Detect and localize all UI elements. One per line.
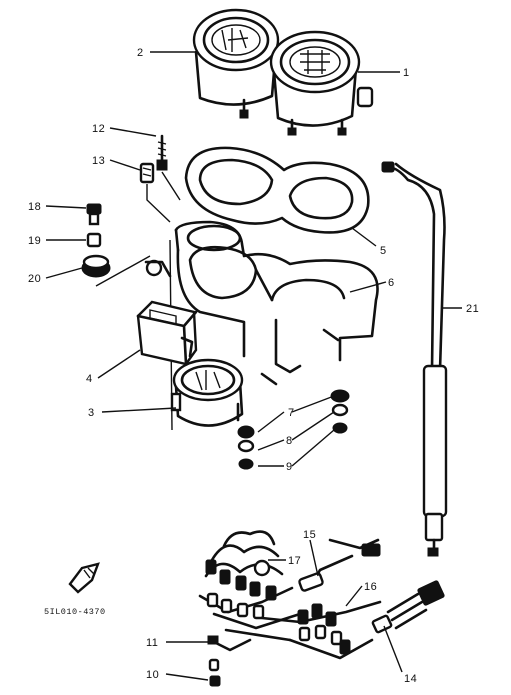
bulb-icon	[68, 562, 100, 594]
part-12-screw	[156, 134, 168, 171]
part-2-speedometer	[192, 8, 280, 119]
part-18-bolt	[86, 203, 102, 226]
callout-20: 20	[28, 273, 41, 285]
callout-12: 12	[92, 123, 105, 135]
callout-11: 11	[146, 637, 158, 649]
part-5-gasket	[184, 146, 370, 234]
callout-19: 19	[28, 235, 41, 247]
alignment-lines	[95, 171, 181, 431]
callout-labels: 2 1 3 4 5 6 7 8 9 10 11 12 13 14 15 16 1…	[28, 47, 479, 685]
callout-5: 5	[380, 245, 387, 257]
callout-7: 7	[288, 407, 295, 419]
callout-8: 8	[286, 435, 293, 447]
part-13-screw	[139, 162, 155, 184]
callout-17: 17	[288, 555, 301, 567]
parts-7-8-9-washers	[237, 389, 350, 470]
callout-21: 21	[466, 303, 479, 315]
callout-1: 1	[403, 67, 410, 79]
part-21-cable	[381, 161, 448, 557]
callout-4: 4	[86, 373, 93, 385]
figure-code: 5IL010-4370	[44, 607, 106, 617]
callout-6: 6	[388, 277, 395, 289]
leader-lines	[45, 51, 462, 681]
callout-18: 18	[28, 201, 41, 213]
callout-10: 10	[146, 669, 159, 681]
part-1-tachometer	[269, 30, 374, 136]
part-20-damper	[81, 254, 111, 278]
callout-3: 3	[88, 407, 95, 419]
callout-2: 2	[137, 47, 144, 59]
callout-15: 15	[303, 529, 316, 541]
part-3-gauge	[170, 358, 244, 427]
part-4-indicator-box	[136, 300, 198, 366]
callout-14: 14	[404, 673, 417, 685]
part-19-collar	[86, 232, 102, 248]
wire-harness	[198, 530, 445, 687]
callout-16: 16	[364, 581, 377, 593]
part-6-bracket	[144, 220, 379, 386]
callout-13: 13	[92, 155, 105, 167]
callout-9: 9	[286, 461, 293, 473]
